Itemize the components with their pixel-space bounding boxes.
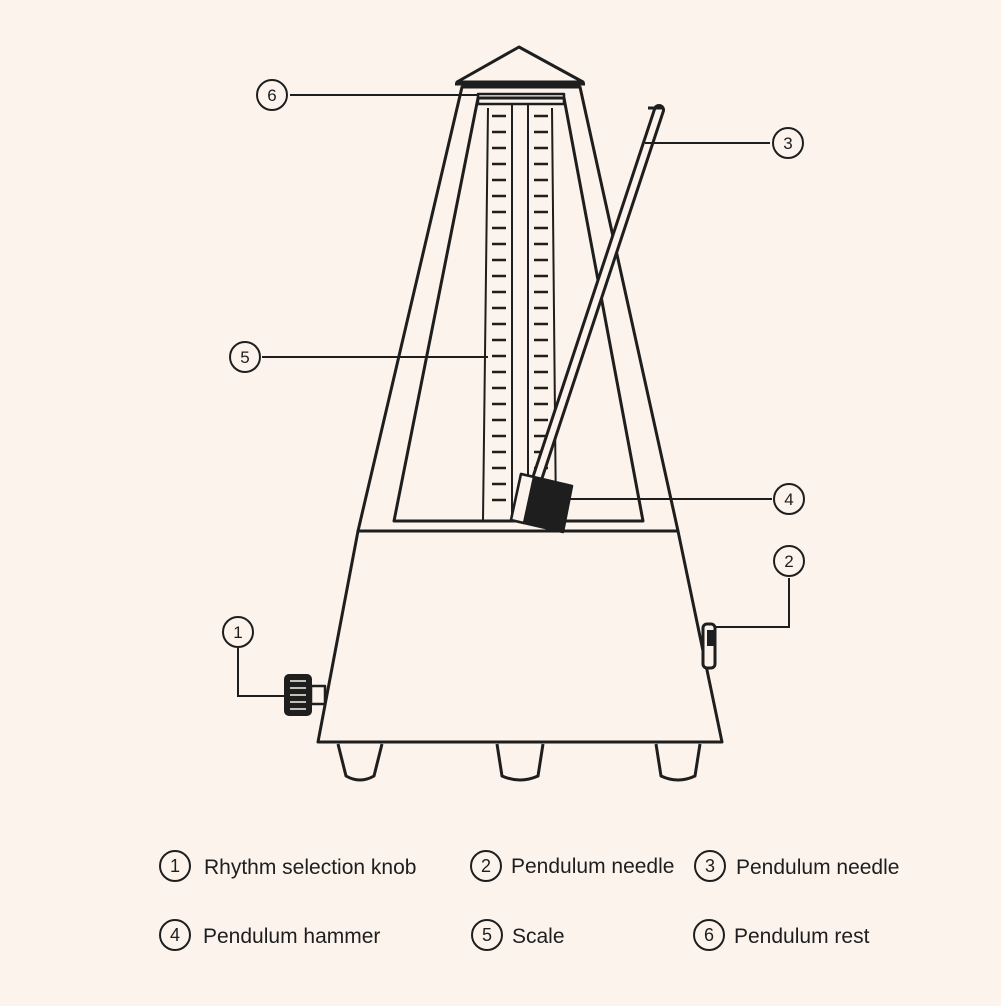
metronome: [285, 47, 722, 780]
legend-item-4-num: 4: [170, 925, 180, 945]
legend-item-4: 4 Pendulum hammer: [160, 920, 380, 950]
legend-item-2-label: Pendulum needle: [511, 855, 674, 878]
legend-item-5-label: Scale: [512, 925, 565, 948]
inner-frame: [394, 98, 643, 521]
legend-item-6: 6 Pendulum rest: [694, 920, 870, 950]
callout-3: 3: [773, 128, 803, 158]
legend-item-6-num: 6: [704, 925, 714, 945]
callout-5-label: 5: [240, 348, 249, 367]
legend-item-3-num: 3: [705, 856, 715, 876]
winding-key: [703, 624, 715, 668]
callout-5: 5: [230, 342, 260, 372]
legend-item-3-label: Pendulum needle: [736, 856, 899, 879]
callout-6: 6: [257, 80, 287, 110]
callout-4: 4: [774, 484, 804, 514]
pendulum-needle: [538, 108, 662, 476]
callout-4-label: 4: [784, 490, 793, 509]
callout-markers: 6 3 5 4 2 1: [223, 80, 804, 647]
pendulum-hammer: [511, 474, 572, 532]
legend-item-1-label: Rhythm selection knob: [204, 856, 416, 879]
legend-item-1-num: 1: [170, 856, 180, 876]
legend-item-4-label: Pendulum hammer: [203, 925, 380, 948]
legend-item-5: 5 Scale: [472, 920, 565, 950]
foot-right: [656, 744, 700, 780]
callout-line-2: [716, 578, 789, 627]
legend-item-2-num: 2: [481, 856, 491, 876]
foot-middle: [497, 744, 543, 780]
callout-6-label: 6: [267, 86, 276, 105]
callout-1-label: 1: [233, 623, 242, 642]
callout-lines: [238, 95, 789, 696]
legend-item-6-label: Pendulum rest: [734, 925, 870, 948]
legend: 1 Rhythm selection knob 2 Pendulum needl…: [160, 851, 899, 950]
callout-2-label: 2: [784, 552, 793, 571]
legend-item-1: 1 Rhythm selection knob: [160, 851, 416, 881]
callout-1: 1: [223, 617, 253, 647]
callout-line-1: [238, 648, 285, 696]
metronome-base: [318, 531, 722, 742]
legend-item-3: 3 Pendulum needle: [695, 851, 899, 881]
callout-3-label: 3: [783, 134, 792, 153]
legend-item-2: 2 Pendulum needle: [471, 851, 674, 881]
legend-item-5-num: 5: [482, 925, 492, 945]
callout-2: 2: [774, 546, 804, 576]
foot-left: [338, 744, 382, 780]
rhythm-selection-knob: [285, 675, 325, 715]
pyramid-cap: [457, 47, 583, 82]
